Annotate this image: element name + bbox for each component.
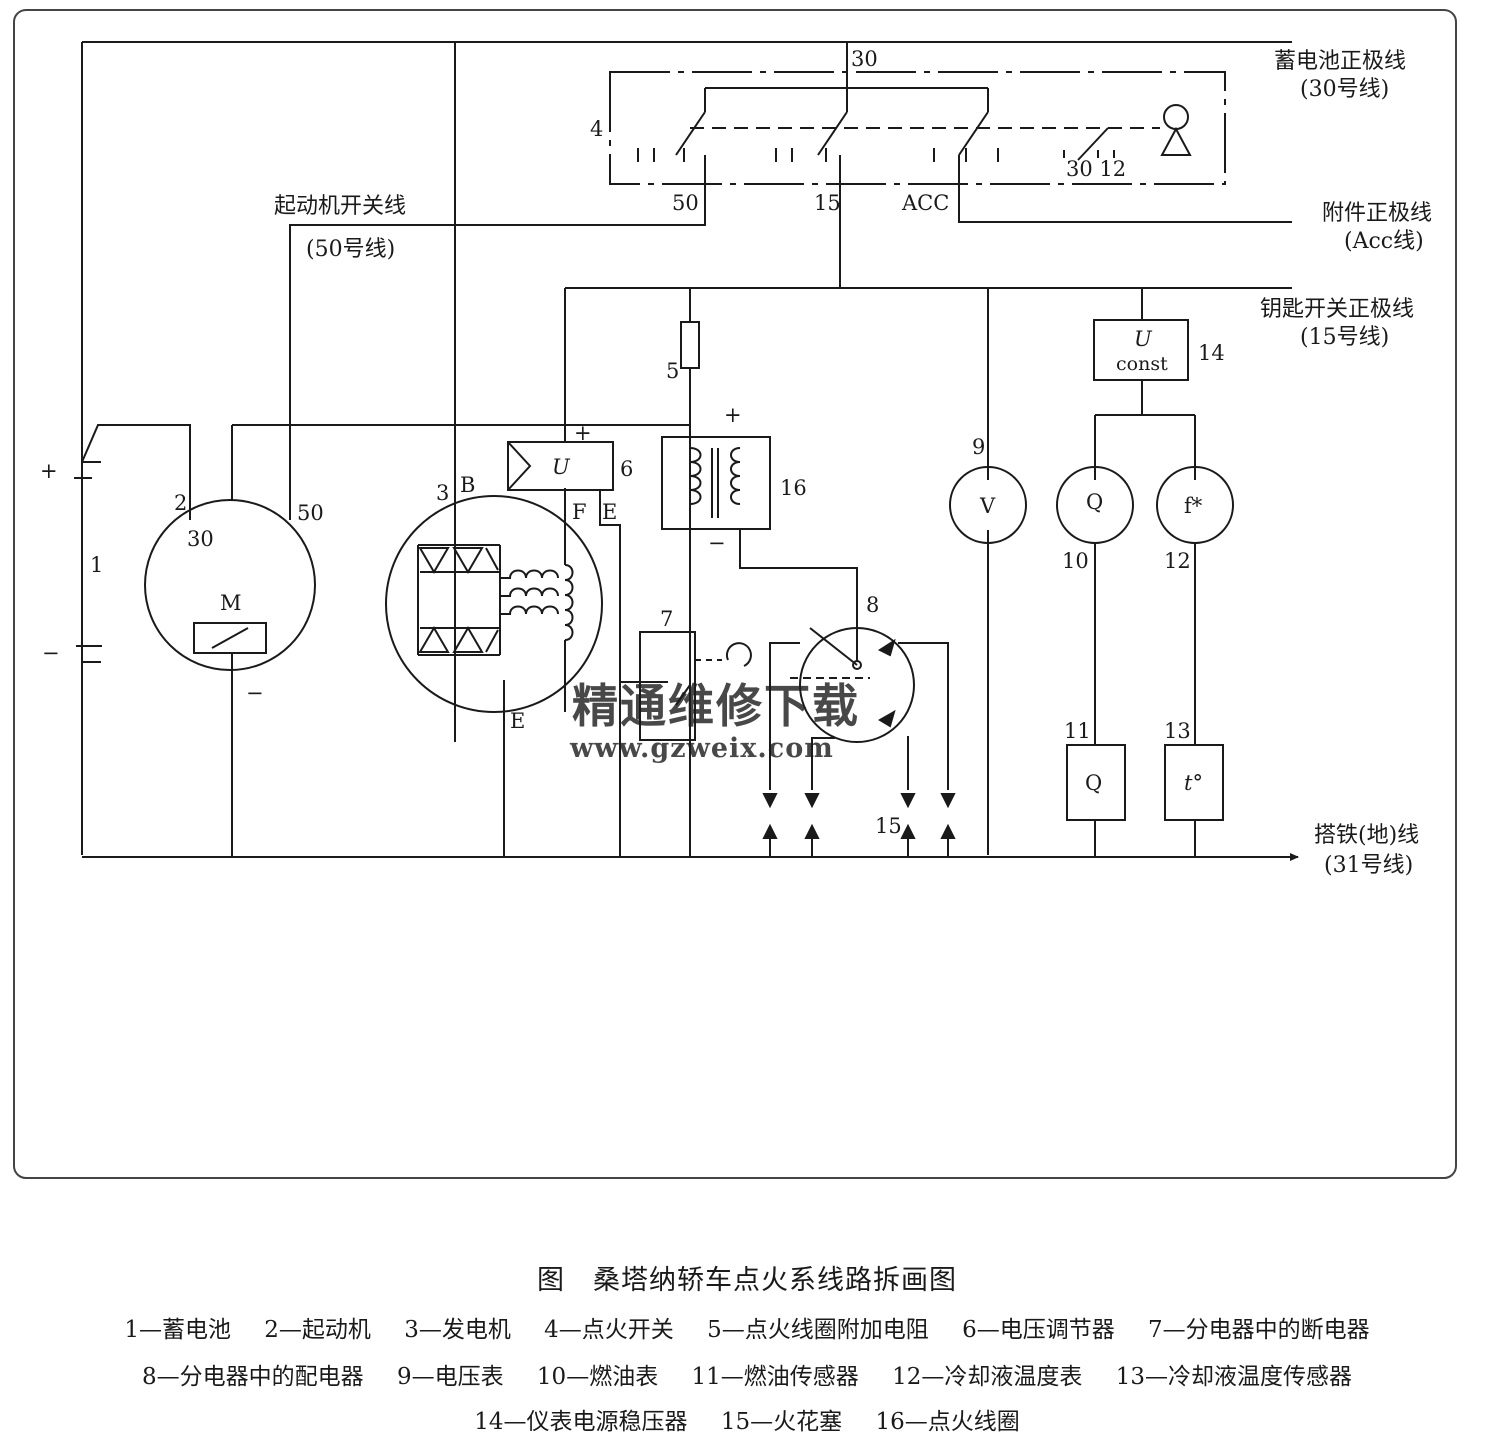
stabilizer-symbol-bottom: const xyxy=(1116,353,1168,375)
watermark-url: www.gzweix.com xyxy=(569,733,834,764)
num-14: 14 xyxy=(1198,341,1225,365)
breaker xyxy=(639,631,696,741)
num-5: 5 xyxy=(666,359,679,383)
legend-item: 16—点火线圈 xyxy=(875,1409,1020,1435)
legend-item: 7—分电器中的断电器 xyxy=(1148,1317,1370,1343)
alternator xyxy=(385,495,603,713)
label-starter-switch-sub: (50号线) xyxy=(306,237,395,262)
label-accessory: 附件正极线 xyxy=(1322,201,1432,226)
num-7: 7 xyxy=(660,607,673,631)
alternator-terminal-b: B xyxy=(460,473,475,497)
diagram-frame xyxy=(13,9,1457,1179)
coil-minus: − xyxy=(708,531,726,555)
label-starter-switch: 起动机开关线 xyxy=(274,194,406,219)
temperature-sensor-symbol: t° xyxy=(1184,771,1203,795)
legend-item: 1—蓄电池 xyxy=(124,1317,231,1343)
num-2: 2 xyxy=(174,491,187,515)
battery-minus: − xyxy=(42,641,60,665)
figure-caption: 图 桑塔纳轿车点火系线路拆画图 xyxy=(537,1265,957,1296)
fuel-sensor-symbol: Q xyxy=(1085,771,1102,795)
legend-item: 14—仪表电源稳压器 xyxy=(474,1409,688,1435)
num-6: 6 xyxy=(620,457,633,481)
num-3: 3 xyxy=(436,481,449,505)
num-11: 11 xyxy=(1064,719,1091,743)
voltage-regulator xyxy=(507,441,614,491)
alternator-terminal-e: E xyxy=(510,709,525,733)
starter-motor xyxy=(144,499,316,671)
legend-item: 11—燃油传感器 xyxy=(691,1364,859,1390)
regulator-symbol: U xyxy=(552,455,571,479)
legend-item: 13—冷却液温度传感器 xyxy=(1115,1364,1352,1390)
starter-minus: − xyxy=(246,681,264,705)
label-accessory-sub: (Acc线) xyxy=(1344,229,1424,254)
label-ground: 搭铁(地)线 xyxy=(1314,823,1419,848)
distributor xyxy=(799,627,915,743)
terminal-acc: ACC xyxy=(901,191,949,215)
coil-plus: + xyxy=(724,403,742,427)
label-ground-sub: (31号线) xyxy=(1324,853,1413,878)
num-13: 13 xyxy=(1164,719,1191,743)
watermark-text: 精通维修下载 xyxy=(572,679,860,733)
wiring-diagram: 精通维修下载 www.gzweix.com 蓄电池正极线 (30号线) 起动机开… xyxy=(13,9,1457,1179)
num-10: 10 xyxy=(1062,549,1089,573)
label-key-switch: 钥匙开关正极线 xyxy=(1260,297,1414,322)
label-key-switch-sub: (15号线) xyxy=(1300,325,1389,350)
voltmeter-symbol: V xyxy=(979,494,996,518)
ignition-switch-box xyxy=(609,71,1226,185)
terminal-30-top: 30 xyxy=(851,47,878,71)
legend-item: 5—点火线圈附加电阻 xyxy=(707,1317,929,1343)
legend-item: 4—点火开关 xyxy=(544,1317,674,1343)
label-battery-positive-sub: (30号线) xyxy=(1300,77,1389,102)
legend-item: 9—电压表 xyxy=(396,1364,504,1390)
num-1: 1 xyxy=(90,553,103,577)
regulator-terminal-f: F xyxy=(572,500,587,524)
legend-item: 12—冷却液温度表 xyxy=(892,1364,1083,1390)
terminal-50: 50 xyxy=(672,191,699,215)
num-9: 9 xyxy=(972,435,985,459)
num-4: 4 xyxy=(590,117,603,141)
legend-row-3: 14—仪表电源稳压器 15—火花塞 16—点火线圈 xyxy=(0,1402,1494,1436)
num-16: 16 xyxy=(780,476,807,500)
voltmeter xyxy=(949,466,1027,544)
legend-item: 10—燃油表 xyxy=(536,1364,659,1390)
ignition-coil xyxy=(661,436,771,530)
regulator-plus: + xyxy=(574,421,592,445)
spark-plug-15: 15 xyxy=(875,814,902,838)
starter-terminal-30: 30 xyxy=(187,527,214,551)
legend-row-1: 1—蓄电池 2—起动机 3—发电机 4—点火开关 5—点火线圈附加电阻 6—电压… xyxy=(0,1310,1494,1344)
legend-item: 3—发电机 xyxy=(404,1317,511,1343)
label-battery-positive: 蓄电池正极线 xyxy=(1274,49,1406,74)
stabilizer-symbol-top: U xyxy=(1134,327,1153,351)
terminal-15: 15 xyxy=(814,191,841,215)
regulator-terminal-e: E xyxy=(602,500,617,524)
temperature-gauge-symbol: f* xyxy=(1184,494,1203,518)
starter-terminal-50: 50 xyxy=(297,501,324,525)
num-8: 8 xyxy=(866,593,879,617)
legend-item: 2—起动机 xyxy=(264,1317,371,1343)
legend-item: 8—分电器中的配电器 xyxy=(142,1364,364,1390)
legend-item: 15—火花塞 xyxy=(720,1409,843,1435)
legend-item: 6—电压调节器 xyxy=(962,1317,1115,1343)
motor-symbol: M xyxy=(220,591,242,615)
battery-plus: + xyxy=(40,459,58,483)
terminal-30-12: 30 12 xyxy=(1066,157,1126,181)
fuel-gauge-symbol: Q xyxy=(1086,490,1103,514)
num-12: 12 xyxy=(1164,549,1191,573)
legend-row-2: 8—分电器中的配电器 9—电压表 10—燃油表 11—燃油传感器 12—冷却液温… xyxy=(0,1357,1494,1391)
